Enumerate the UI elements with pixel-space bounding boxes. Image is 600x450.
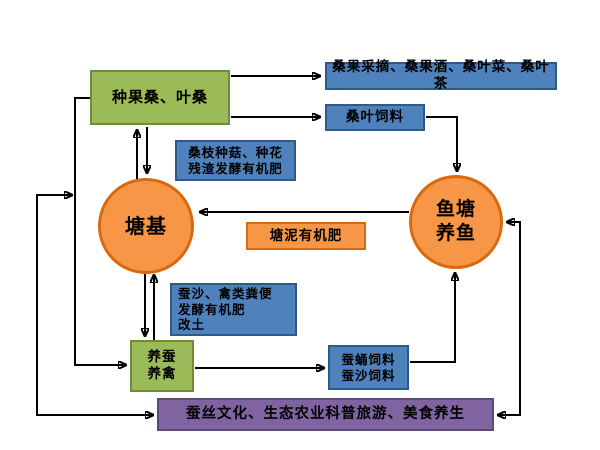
node-pupa-feed-line2: 蚕沙饲料 (341, 367, 396, 383)
node-pond-dike: 塘基 (98, 178, 194, 274)
node-mulberry-leaf-feed: 桑叶饲料 (325, 104, 425, 131)
node-branch-mushroom-line2: 残渣发酵有机肥 (188, 160, 283, 176)
node-silk-culture-tourism: 蚕丝文化、生态农业科普旅游、美食养生 (157, 398, 494, 431)
arrow-fishpond-tourism-link (498, 222, 521, 415)
node-branch-mushroom-line1: 桑枝种菇、种花 (188, 144, 283, 160)
node-mulberry-products: 桑果采摘、桑果酒、桑叶菜、桑叶茶 (325, 59, 557, 92)
node-fish-pond-line1: 鱼塘 (435, 198, 476, 221)
node-pupa-feed-line1: 蚕蛹饲料 (341, 351, 396, 367)
node-silkworm-manure-line2: 发酵有机肥 (178, 301, 246, 317)
node-silkworm-manure-line1: 蚕沙、禽类粪便 (178, 286, 273, 302)
node-raise-silkworm-poultry: 养蚕 养禽 (130, 340, 194, 392)
arrow-leaf-feed-to-fishpond (426, 116, 457, 171)
arrow-pupa-feed-to-fishpond (410, 273, 455, 363)
node-mulberry-leaf-feed-label: 桑叶饲料 (346, 109, 404, 126)
node-raise-silkworm-line1: 养蚕 (147, 349, 177, 366)
node-pond-mud-fertilizer: 塘泥有机肥 (246, 222, 366, 250)
node-plant-mulberry-label: 种果桑、叶桑 (111, 88, 208, 107)
node-pupa-feed: 蚕蛹饲料 蚕沙饲料 (328, 345, 409, 390)
node-plant-mulberry: 种果桑、叶桑 (90, 70, 230, 125)
node-pond-dike-label: 塘基 (125, 213, 167, 238)
node-pond-mud-fertilizer-label: 塘泥有机肥 (269, 227, 343, 244)
node-raise-silkworm-line2: 养禽 (147, 366, 177, 382)
node-mulberry-products-label: 桑果采摘、桑果酒、桑叶菜、桑叶茶 (332, 59, 550, 92)
node-silk-culture-tourism-label: 蚕丝文化、生态农业科普旅游、美食养生 (186, 406, 465, 423)
arrow-dike-tourism-link (36, 195, 153, 415)
node-silkworm-manure-line3: 改土 (178, 317, 206, 333)
node-fish-pond-line2: 养鱼 (435, 222, 476, 244)
node-branch-mushroom-fertilizer: 桑枝种菇、种花 残渣发酵有机肥 (175, 140, 296, 181)
node-silkworm-manure-fertilizer: 蚕沙、禽类粪便 发酵有机肥 改土 (170, 283, 297, 336)
node-fish-pond: 鱼塘 养鱼 (409, 175, 503, 269)
